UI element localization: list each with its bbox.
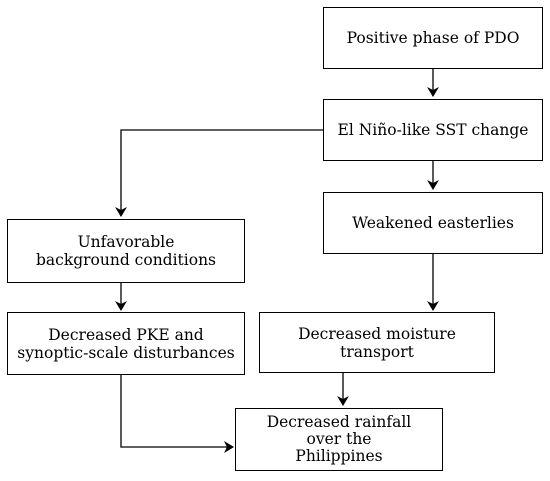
arrow-sst-to-background: [115, 129, 323, 217]
node-decreased-rainfall: Decreased rainfall over the Philippines: [235, 408, 443, 471]
node-label: Weakened easterlies: [352, 214, 514, 232]
node-label: Decreased PKE and synoptic-scale disturb…: [17, 325, 235, 362]
node-el-nino-sst-change: El Niño-like SST change: [323, 99, 543, 161]
node-label: El Niño-like SST change: [337, 121, 529, 139]
node-decreased-pke: Decreased PKE and synoptic-scale disturb…: [7, 312, 245, 375]
node-label: Decreased rainfall over the Philippines: [266, 413, 412, 465]
node-label: Positive phase of PDO: [346, 29, 520, 47]
node-label: Decreased moisture transport: [298, 324, 456, 361]
node-weakened-easterlies: Weakened easterlies: [323, 192, 543, 254]
node-unfavorable-background: Unfavorable background conditions: [7, 219, 245, 283]
node-positive-phase-pdo: Positive phase of PDO: [323, 7, 543, 69]
node-decreased-moisture-transport: Decreased moisture transport: [259, 312, 495, 373]
arrow-pke-to-rainfall: [120, 375, 234, 453]
node-label: Unfavorable background conditions: [35, 233, 217, 269]
